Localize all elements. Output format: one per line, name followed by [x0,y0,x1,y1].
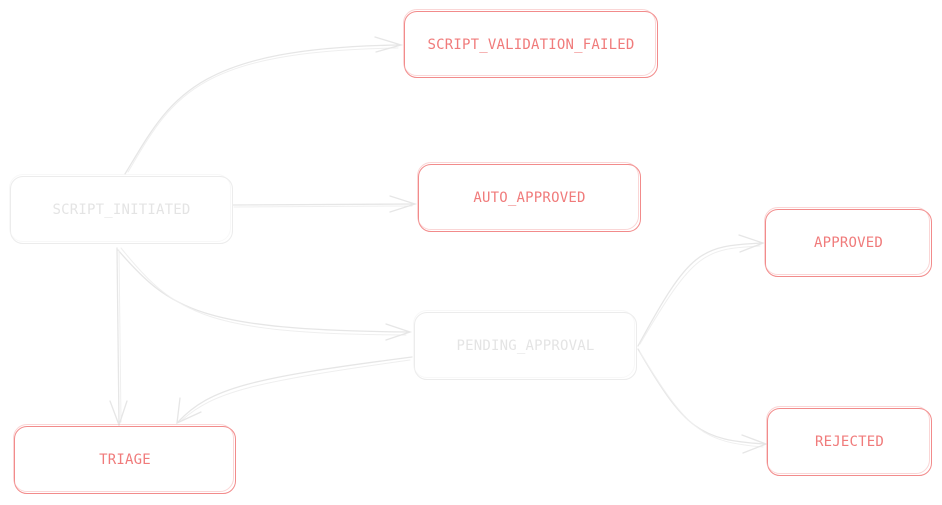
edge-initiated-to-validation-failed [124,36,404,175]
edge-initiated-to-pending-approval [117,247,413,341]
node-approved[interactable]: APPROVED [764,207,932,277]
node-label: TRIAGE [99,452,151,468]
edge-pending-to-rejected [637,348,768,454]
node-rejected[interactable]: REJECTED [766,406,932,476]
node-pending-approval[interactable]: PENDING_APPROVAL [413,310,637,380]
node-auto-approved[interactable]: AUTO_APPROVED [417,162,641,232]
node-label: SCRIPT_VALIDATION_FAILED [427,36,635,53]
node-label: REJECTED [814,434,885,450]
node-label: AUTO_APPROVED [473,190,586,206]
node-label: PENDING_APPROVAL [456,338,595,354]
node-label: APPROVED [813,235,884,251]
edge-pending-to-approved [637,234,765,347]
edge-initiated-to-triage [109,247,128,427]
node-triage[interactable]: TRIAGE [13,424,236,494]
node-script-validation-failed[interactable]: SCRIPT_VALIDATION_FAILED [403,9,658,78]
node-script-initiated[interactable]: SCRIPT_INITIATED [9,174,233,244]
node-label: SCRIPT_INITIATED [52,202,191,218]
edge-pending-to-triage [176,356,413,425]
edge-initiated-to-auto-approved [232,195,418,213]
